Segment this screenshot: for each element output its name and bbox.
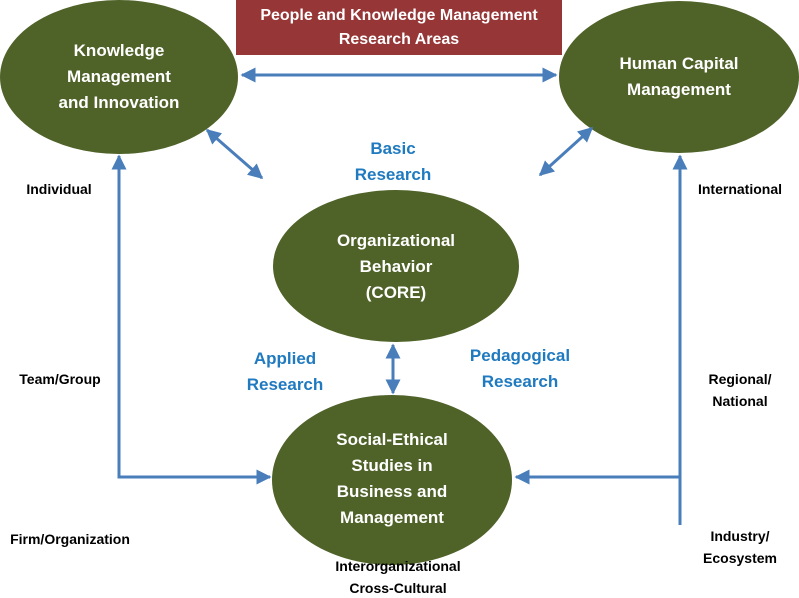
pedagogical-research-label: Pedagogical Research xyxy=(469,346,571,391)
level-regional-national: Regional/ National xyxy=(708,371,772,409)
hcm-node-shape xyxy=(559,1,799,153)
hcm-ob-arrow xyxy=(538,126,594,177)
hcm-node-label: Human Capital Management xyxy=(619,54,739,99)
se-node-label: Social-Ethical Studies in Business and M… xyxy=(336,430,448,527)
level-individual: Individual xyxy=(26,181,92,197)
se-node-shape xyxy=(272,395,512,565)
applied-research-label: Applied Research xyxy=(246,349,324,394)
km-ob-arrow xyxy=(205,128,264,180)
level-international: International xyxy=(697,181,782,197)
left-level-arrow xyxy=(111,154,272,485)
km-node-shape xyxy=(0,0,238,154)
basic-research-label: Basic Research xyxy=(354,139,432,184)
ob-node-label: Organizational Behavior (CORE) xyxy=(336,231,456,302)
level-firm-organization: Firm/Organization xyxy=(10,531,130,547)
level-industry-ecosystem: Industry/ Ecosystem xyxy=(703,528,777,566)
diagram-title: People and Knowledge Management Research… xyxy=(236,0,562,55)
km-node-label: Knowledge Management and Innovation xyxy=(58,41,180,112)
ob-node-shape xyxy=(273,190,519,342)
level-interorganizational: Interorganizational Cross-Cultural xyxy=(335,558,461,596)
level-team-group: Team/Group xyxy=(19,371,101,387)
